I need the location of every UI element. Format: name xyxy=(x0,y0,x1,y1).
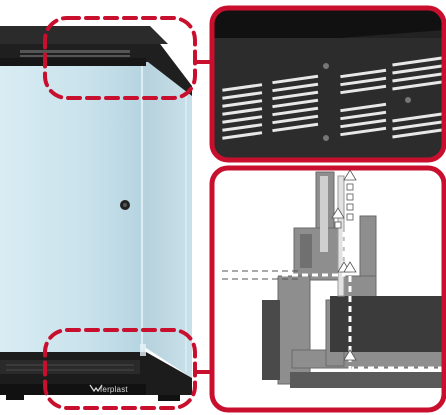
top-vent-highlight xyxy=(43,16,197,100)
airflow-diagram-callout xyxy=(209,165,446,413)
vent-closeup-callout xyxy=(209,5,446,163)
front-glass-panel xyxy=(0,64,145,354)
side-glass-panel xyxy=(143,54,192,378)
top-vent-slots xyxy=(20,50,130,57)
rising-air-markers xyxy=(334,183,354,229)
highlight-markers xyxy=(43,16,197,410)
airflow-arrow-icons xyxy=(331,169,357,361)
vent-closeup-frame xyxy=(209,5,446,163)
base-tray xyxy=(330,296,444,352)
airflow-path xyxy=(222,230,444,372)
brand-label: ferplast xyxy=(100,385,128,394)
bottom-vent-highlight xyxy=(43,328,197,410)
vent-grille-slots xyxy=(222,56,443,140)
brand-logo-icon xyxy=(89,384,103,393)
airflow-diagram-frame xyxy=(209,165,446,413)
terrarium xyxy=(0,26,192,401)
airflow-path-outline xyxy=(222,270,300,280)
